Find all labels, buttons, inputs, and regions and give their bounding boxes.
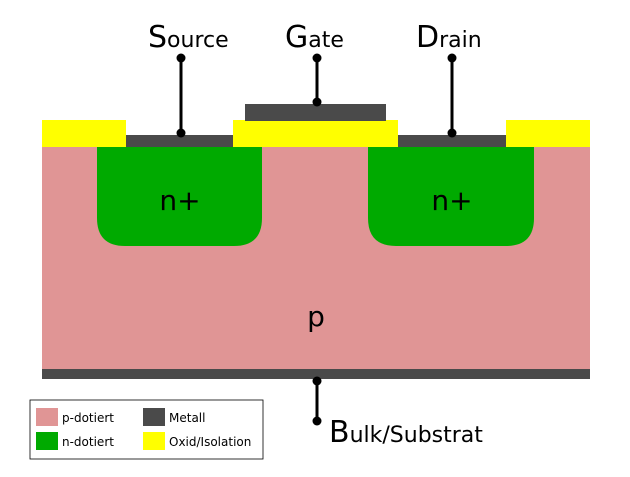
drain-well-label: n+ [431, 184, 472, 217]
drain-n-well [368, 146, 534, 246]
bulk-terminal-wire [312, 376, 322, 426]
legend-swatch-n-doped [36, 432, 58, 450]
gate-oxide [233, 120, 398, 147]
drain-contact [398, 135, 506, 147]
substrate-label: p [307, 300, 325, 333]
legend-label-oxide: Oxid/Isolation [169, 435, 251, 449]
gate-label: Gate [285, 20, 344, 55]
source-terminal-wire [176, 53, 186, 138]
legend-swatch-p-doped [36, 408, 58, 426]
drain-terminal-wire [447, 53, 457, 138]
source-n-well [97, 146, 262, 246]
legend-label-metal: Metall [169, 411, 205, 425]
oxide-right [506, 120, 590, 147]
oxide-left [42, 120, 126, 147]
legend-label-n-doped: n-dotiert [62, 435, 114, 449]
source-label: Source [148, 20, 229, 55]
source-well-label: n+ [159, 184, 200, 217]
drain-label: Drain [416, 20, 482, 55]
legend-swatch-metal [143, 408, 165, 426]
bulk-contact [42, 369, 590, 379]
gate-electrode [245, 104, 386, 121]
source-contact [126, 135, 233, 147]
bulk-label: Bulk/Substrat [329, 415, 483, 450]
legend-label-p-doped: p-dotiert [62, 411, 114, 425]
legend: p-dotiert Metall n-dotiert Oxid/Isolatio… [29, 399, 264, 460]
gate-terminal-wire [312, 53, 322, 107]
legend-swatch-oxide [143, 432, 165, 450]
